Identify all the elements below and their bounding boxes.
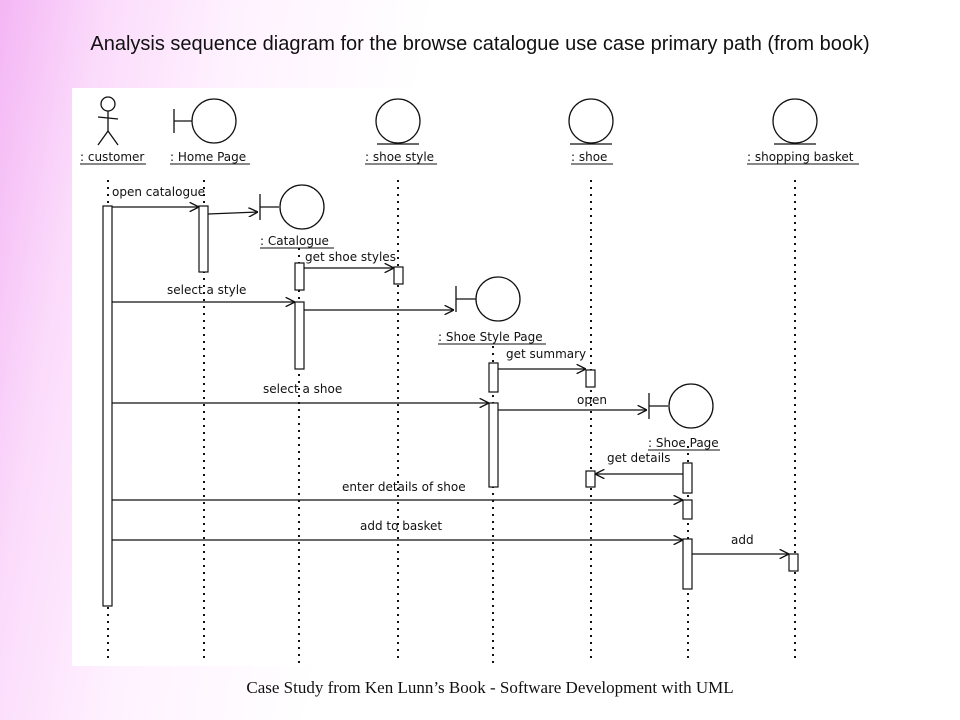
activation-catalogue-1	[294, 262, 305, 291]
participant-label-shoe: : shoe	[571, 150, 607, 164]
participant-label-shoestyle: : shoe style	[365, 150, 434, 164]
message-label-enter-details: enter details of shoe	[342, 480, 466, 494]
activation-customer	[102, 205, 113, 607]
activation-catalogue-2	[294, 301, 305, 370]
boundary-home-page-icon	[173, 98, 237, 144]
activation-stylepage-2	[488, 402, 499, 488]
activation-stylepage-1	[488, 362, 499, 393]
sequence-diagram-canvas: : customer : Home Page : shoe style : sh…	[80, 96, 859, 663]
activation-shoe-1	[585, 369, 596, 388]
message-label-add: add	[731, 533, 754, 547]
entity-shoe-style-icon	[375, 98, 421, 145]
message-label-add-to-basket: add to basket	[360, 519, 442, 533]
participant-label-basket: : shopping basket	[747, 150, 854, 164]
participant-label-shoepage: : Shoe Page	[648, 436, 719, 450]
activation-shoepage-3	[682, 538, 693, 590]
message-label-open-catalogue: open catalogue	[112, 185, 205, 199]
boundary-shoe-style-page-icon	[455, 276, 521, 322]
activation-shoepage-1	[682, 462, 693, 494]
participant-label-stylepage: : Shoe Style Page	[438, 330, 543, 344]
message-create-catalogue-arrow	[207, 212, 258, 214]
actor-customer-icon	[97, 96, 119, 146]
boundary-shoe-page-icon	[648, 383, 714, 429]
entity-shopping-basket-icon	[772, 98, 818, 145]
participant-label-customer: : customer	[80, 150, 144, 164]
boundary-catalogue-icon	[259, 184, 325, 230]
message-label-select-a-shoe: select a shoe	[263, 382, 342, 396]
slide-title: Analysis sequence diagram for the browse…	[90, 33, 870, 55]
message-label-get-summary: get summary	[506, 347, 586, 361]
activation-shoepage-2	[682, 499, 693, 520]
message-label-get-shoe-styles: get shoe styles	[305, 250, 396, 264]
activation-shoestyle	[393, 266, 404, 285]
sequence-diagram: : customer : Home Page : shoe style : sh…	[72, 88, 870, 666]
message-label-open: open	[577, 393, 607, 407]
activation-basket	[788, 553, 799, 572]
slide-footer: Case Study from Ken Lunn’s Book - Softwa…	[246, 678, 734, 697]
activation-home	[198, 205, 209, 273]
message-label-get-details: get details	[607, 451, 671, 465]
entity-shoe-icon	[568, 98, 614, 145]
participant-label-home: : Home Page	[170, 150, 246, 164]
message-label-select-a-style: select a style	[167, 283, 246, 297]
participant-label-catalogue: : Catalogue	[260, 234, 329, 248]
activation-shoe-2	[585, 470, 596, 488]
